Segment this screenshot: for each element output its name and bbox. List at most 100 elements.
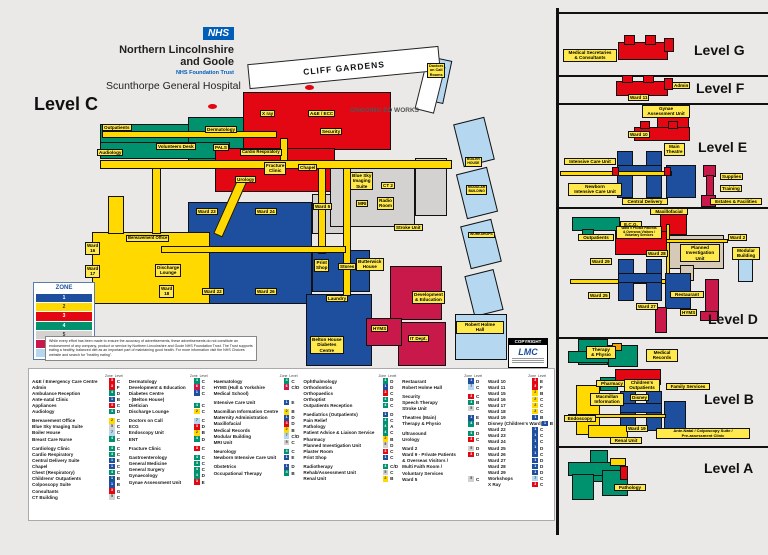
directory-entry-name: Disney (Children's Ward) xyxy=(487,421,543,427)
directory-entry-name: Newborn Intensive Care Unit xyxy=(213,455,277,461)
directory-row: Blue Sky Imaging Suite 5 C xyxy=(32,424,129,430)
directory-entry-name: Robert Holme Hall xyxy=(402,384,442,390)
directory-entry-name: Central Delivery Suite xyxy=(32,458,80,464)
zone-badge: 3 xyxy=(109,488,115,494)
directory-row: Modular Building 7 C/D xyxy=(214,433,304,439)
directory-row: Multi Faith Room / xyxy=(402,464,488,470)
directory-entry-name: Patient Advice & Liaison Service xyxy=(303,430,375,436)
map-label: Stroke Unit xyxy=(394,224,423,232)
directory-entry-name: Medical School) xyxy=(213,390,249,396)
zone-badge: 4 xyxy=(109,436,115,442)
directory-row: Workshops 7 C xyxy=(488,475,552,482)
map-label: Outpatients xyxy=(102,124,132,132)
directory-entry-name: MRI Unit xyxy=(213,439,233,445)
directory-row: Ward 26 1 C xyxy=(488,451,552,457)
level-value: D xyxy=(390,384,394,390)
map-label: Ward 24 xyxy=(255,208,277,216)
building-block xyxy=(668,121,678,129)
zone-badge: 4 xyxy=(194,402,200,409)
level-value: E xyxy=(201,479,205,485)
map-label: Print Shop xyxy=(314,259,330,272)
zone-badge: 3 xyxy=(532,384,538,390)
map-label: Dermatology xyxy=(205,126,238,134)
directory-entry-name: Ward 11 xyxy=(487,384,506,390)
directory-row: Ultrasound 4 D xyxy=(402,430,488,437)
map-label: Ward 5 xyxy=(313,203,333,211)
level-value: E xyxy=(539,378,544,384)
zone-badge: 1 xyxy=(283,464,290,470)
directory-entry-name: Ward 17 xyxy=(487,402,506,408)
directory-row: Doctors on Call 7 C xyxy=(129,418,214,424)
level-c-map: CLIFF GARDENS ONGOING ED WORKS Outpatien… xyxy=(33,45,548,368)
copyright-body: LMC xyxy=(508,345,548,368)
level-value: B xyxy=(390,476,394,482)
map-label: Pathology xyxy=(614,484,646,492)
level-g-panel: Medical Secretaries & Consultants Level … xyxy=(560,12,768,75)
level-f-title: Level F xyxy=(696,80,745,96)
directory-row: HYMS (Hull & Yorkshire 6 C/D xyxy=(214,384,304,390)
level-value: D xyxy=(539,457,544,463)
building-block xyxy=(161,246,346,253)
zone-badge: 4 xyxy=(109,451,115,458)
map-label: Medical Records xyxy=(646,349,678,362)
directory-entry-name: ENT xyxy=(128,436,138,442)
zone-badge: 6 xyxy=(283,384,290,390)
directory-row: Cardiology Clinic 4 C xyxy=(32,445,129,452)
level-value: B xyxy=(116,482,121,488)
directory-entry-name: Ambulance Reception xyxy=(32,390,81,396)
level-value: C xyxy=(390,390,394,396)
directory-row: Ophthalmology 4 D xyxy=(303,378,402,384)
directory-row: Medical School) xyxy=(214,390,304,396)
directory-entry-name: CT Building xyxy=(32,494,58,500)
directory-entry-name: Ophthalmology xyxy=(303,378,338,384)
directory-row: Obstetrics 1 D xyxy=(214,464,304,470)
directory-row: Patient Advice & Liaison Service 4 C xyxy=(303,430,402,436)
level-value: C xyxy=(390,470,394,476)
directory-entry-name: Modular Building xyxy=(213,433,252,439)
directory-entry-name: Neurology xyxy=(213,449,237,455)
level-value: C xyxy=(116,451,121,457)
level-value: D xyxy=(539,463,544,469)
level-value: E xyxy=(291,400,295,406)
nhs-logo: NHS xyxy=(203,27,234,40)
directory-row: Newborn Intensive Care Unit 1 E xyxy=(213,454,304,461)
map-label: Gynae Assessment Unit xyxy=(642,105,690,118)
level-value: B xyxy=(291,409,295,415)
zone-badge: 5 xyxy=(468,445,474,452)
directory-row: Haematology 4 C xyxy=(214,378,304,384)
level-value: C xyxy=(201,418,205,424)
directory-row: Endoscopy Unit 2 B xyxy=(129,430,214,436)
directory-row: ENT 4 D xyxy=(129,436,214,442)
directory-entry-name: Colposcopy Suite xyxy=(32,482,71,488)
map-label: Ward 22 xyxy=(202,288,224,296)
zone-badge: 4 xyxy=(382,418,389,424)
level-value: C xyxy=(201,384,205,390)
copyright-fineprint-line xyxy=(512,362,544,363)
level-value: B xyxy=(539,415,544,421)
level-value: C xyxy=(201,409,205,415)
building-block xyxy=(208,104,217,109)
directory-row: Diabetes Centre 1 C xyxy=(129,390,214,396)
map-label: Family Services xyxy=(666,383,710,391)
directory-entry-name: Voluntary Services xyxy=(402,470,444,476)
directory-row: Ward 11 3 F xyxy=(488,384,552,390)
directory-entry-name: Ante-natal Clinic xyxy=(32,396,69,402)
directory-entry-name: Discharge Lounge xyxy=(128,409,169,415)
level-value: C xyxy=(390,402,394,408)
directory-row: Ward 25 1 D xyxy=(488,445,552,451)
directory-entry-name: Intensive Care Unit xyxy=(213,400,256,406)
level-value: C xyxy=(116,418,121,424)
zone-legend-row: 2 xyxy=(36,303,92,312)
map-label: IT Dept. xyxy=(408,335,429,343)
directory-row: Print Shop 1 C xyxy=(303,454,402,461)
level-value: C xyxy=(116,445,121,451)
zone-badge: 2 xyxy=(532,390,538,396)
zone-badge: 7 xyxy=(283,433,290,439)
directory-entry-name: Ward 25 xyxy=(487,445,506,451)
building-block xyxy=(700,311,718,321)
level-value: C/D xyxy=(291,433,300,439)
map-label: Intensive Care Unit xyxy=(564,158,616,166)
building-block xyxy=(318,168,326,254)
map-label: Radio Room xyxy=(377,197,395,210)
